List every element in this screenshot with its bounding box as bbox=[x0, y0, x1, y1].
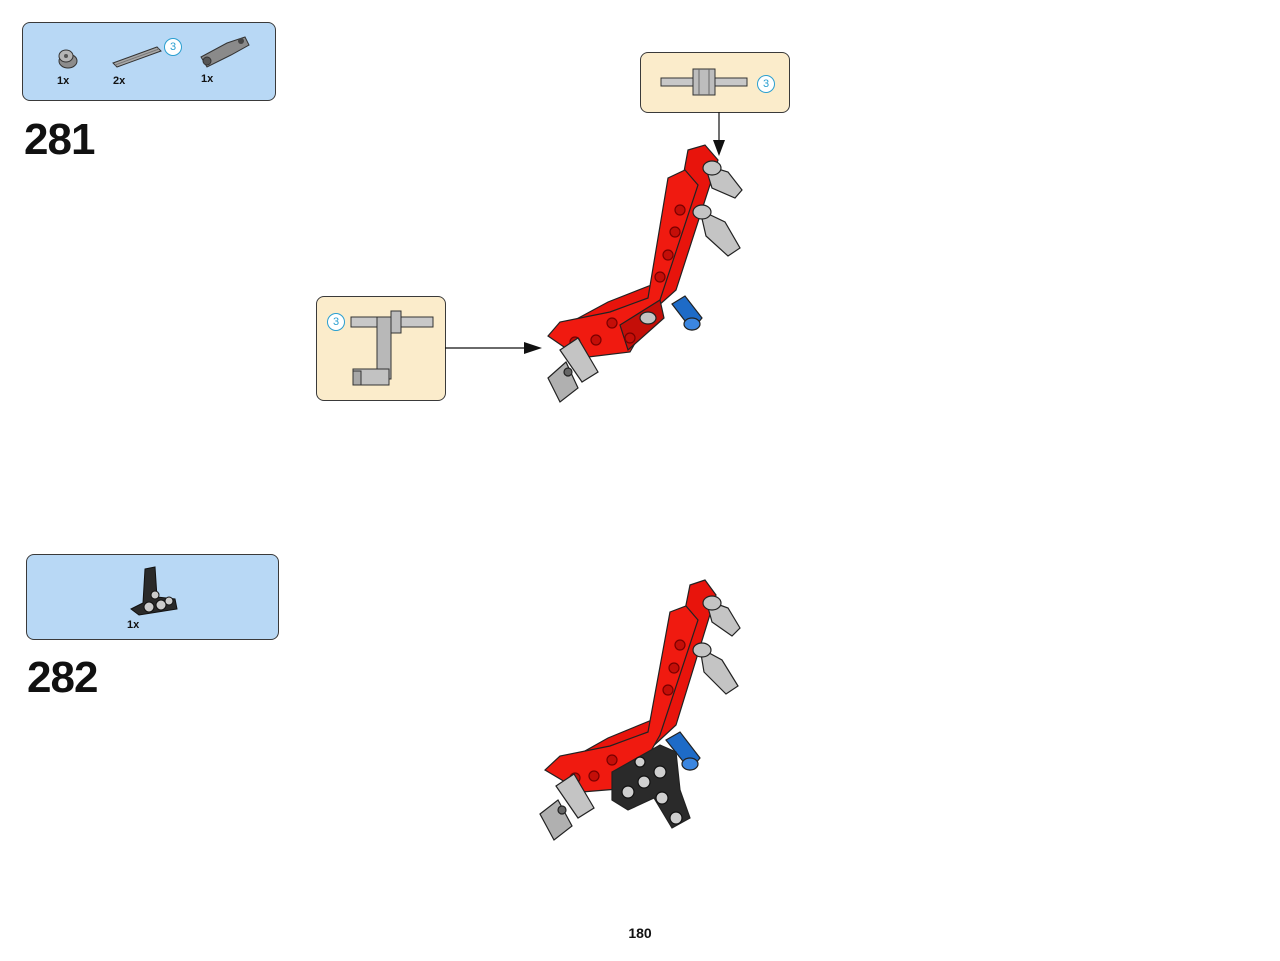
parts-list-step-281: 1x 2x 3 1x bbox=[22, 22, 276, 101]
multiplier-badge: 3 bbox=[164, 38, 182, 56]
part-qty: 2x bbox=[113, 75, 126, 87]
multiplier-badge: 3 bbox=[757, 75, 775, 93]
bush-icon bbox=[58, 49, 78, 69]
parts-list-step-282: 1x bbox=[26, 554, 279, 640]
part-qty: 1x bbox=[57, 75, 70, 87]
t-beam-icon bbox=[130, 566, 178, 616]
axle-icon bbox=[112, 46, 162, 68]
step-number: 282 bbox=[27, 653, 98, 702]
multiplier-badge: 3 bbox=[327, 313, 345, 331]
page-number: 180 bbox=[628, 925, 652, 941]
part-qty: 1x bbox=[201, 73, 214, 85]
connector-icon bbox=[200, 36, 250, 68]
step-number: 281 bbox=[24, 115, 95, 164]
callout-subassembly-1: 3 bbox=[640, 52, 790, 113]
crank-subassembly-icon bbox=[350, 310, 434, 386]
part-qty: 1x bbox=[127, 619, 140, 631]
axle-with-bush-icon bbox=[660, 68, 748, 96]
callout-subassembly-2: 3 bbox=[316, 296, 446, 401]
